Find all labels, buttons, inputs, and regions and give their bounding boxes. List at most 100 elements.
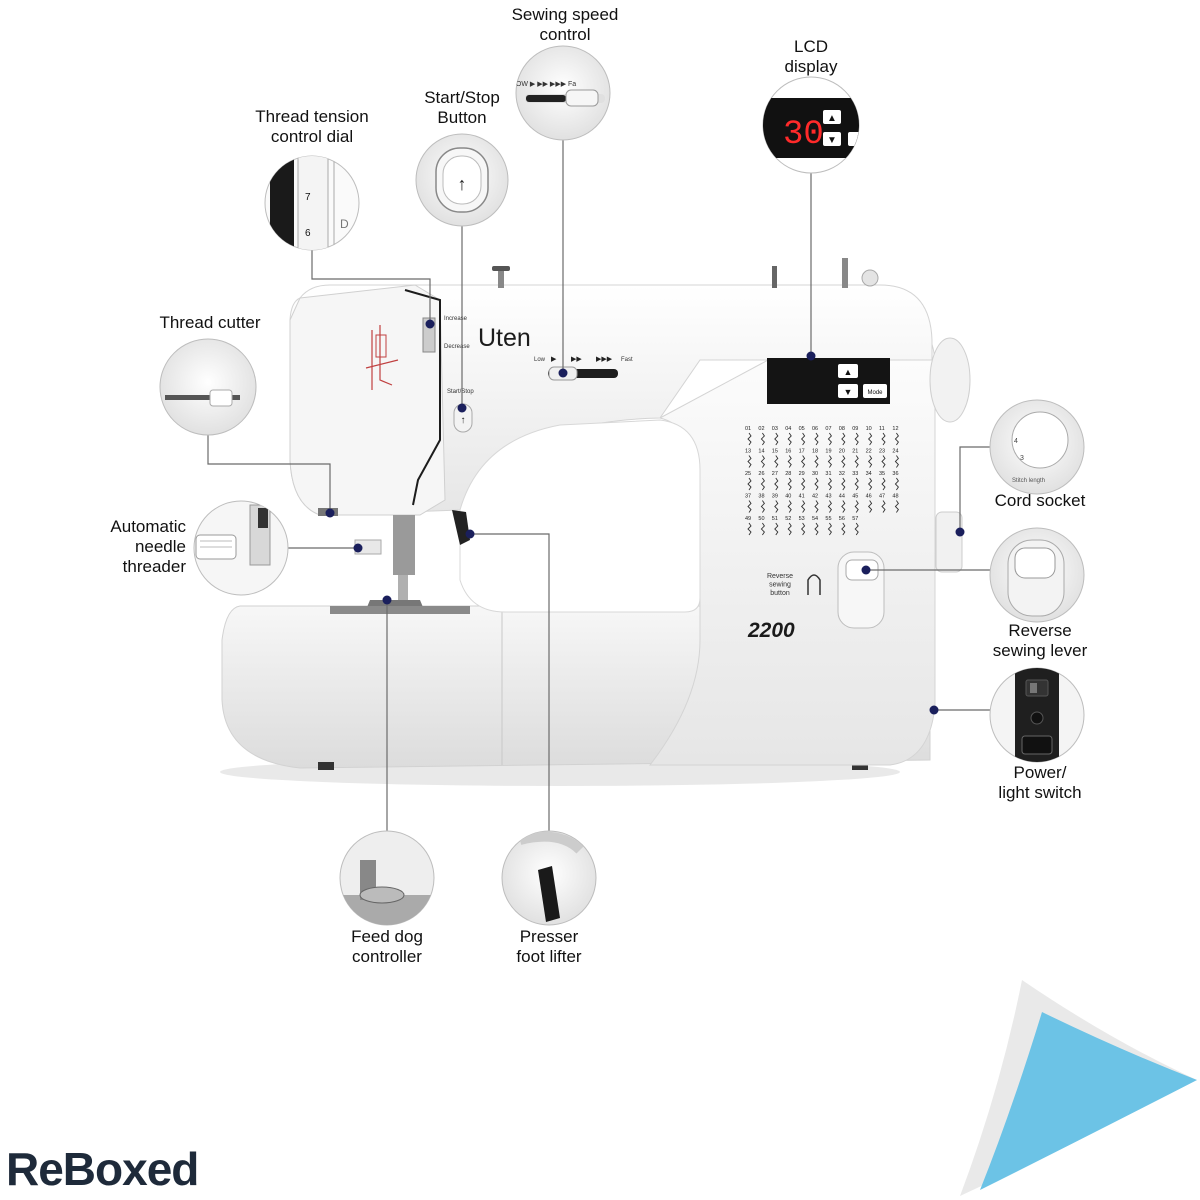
stitch-glyph — [774, 477, 779, 491]
stitch-number: 35 — [879, 471, 885, 477]
stitch-number: 02 — [758, 426, 764, 432]
stitch-number: 51 — [772, 516, 778, 522]
stitch-number: 31 — [825, 471, 831, 477]
stitch-glyph — [760, 477, 765, 491]
stitch-number: 14 — [758, 449, 764, 455]
stitch-number: 21 — [852, 449, 858, 455]
stitch-number: 04 — [785, 426, 791, 432]
stitch-glyph — [881, 432, 886, 446]
stitch-number: 53 — [799, 516, 805, 522]
stitch-number: 28 — [785, 471, 791, 477]
callout-start-stop-button: Start/Stop Button — [424, 88, 500, 127]
reverse-label-line: sewing — [769, 582, 791, 589]
stitch-number: 18 — [812, 449, 818, 455]
stitch-glyph — [760, 432, 765, 446]
stitch-number: 43 — [825, 494, 831, 500]
stitch-length-text: Stitch length — [1012, 478, 1045, 484]
stitch-number: 11 — [879, 426, 885, 432]
stitch-number: 24 — [892, 449, 898, 455]
speed-fast-label: Fast — [621, 357, 633, 363]
svg-text:4: 4 — [1014, 438, 1018, 445]
callout-feed-dog-controller: Feed dog controller — [351, 927, 423, 966]
reverse-label-line: Reverse — [767, 573, 793, 580]
svg-text:↑: ↑ — [461, 415, 466, 426]
stitch-number: 32 — [839, 471, 845, 477]
stitch-glyph — [814, 522, 819, 536]
stitch-glyph — [800, 432, 806, 446]
stitch-number: 49 — [745, 516, 751, 522]
stitch-number: 10 — [866, 426, 872, 432]
stitch-number: 45 — [852, 494, 858, 500]
stitch-number: 19 — [825, 449, 831, 455]
callout-presser-foot-lifter: Presser foot lifter — [516, 927, 582, 966]
stitch-number: 36 — [892, 471, 898, 477]
stitch-glyph — [894, 500, 899, 513]
stitch-number: 47 — [879, 494, 885, 500]
stitch-number: 23 — [879, 449, 885, 455]
tension-decrease-label: Decrease — [444, 344, 470, 350]
feed-dog-zoom — [339, 830, 435, 926]
stitch-glyph — [881, 477, 886, 491]
stitch-glyph — [787, 522, 792, 536]
stitch-glyph — [787, 432, 792, 446]
svg-text:▲: ▲ — [827, 113, 837, 124]
lcd-digits: 30 — [783, 116, 824, 154]
reverse-lever-zoom — [989, 527, 1085, 623]
stitch-glyph — [800, 455, 806, 468]
stitch-number: 30 — [812, 471, 818, 477]
callout-automatic-needle-threader: Automatic needle threader — [110, 517, 186, 576]
leader-lines — [207, 140, 990, 831]
callout-thread-cutter: Thread cutter — [159, 313, 261, 332]
stitch-glyph — [760, 500, 765, 513]
stitch-glyph — [800, 500, 806, 513]
stitch-glyph — [867, 500, 873, 513]
stitch-glyph — [747, 477, 752, 491]
stitch-glyph — [854, 455, 859, 468]
stitch-glyph — [894, 455, 899, 468]
lcd-display-zoom: 30 ▲ ▼ — [762, 76, 860, 174]
stitch-number: 55 — [825, 516, 831, 522]
stitch-number: 25 — [745, 471, 751, 477]
stitch-glyph — [841, 477, 846, 491]
stitch-glyph — [774, 500, 779, 513]
machine-panel: Uten Increase Decrease Start/Stop ↑ Low … — [422, 316, 963, 642]
stitch-number: 27 — [772, 471, 778, 477]
callout-lcd-display: LCD display — [784, 37, 838, 76]
stitch-number: 07 — [825, 426, 831, 432]
stitch-glyph — [747, 522, 752, 536]
svg-text:LOW ▶ ▶▶ ▶▶▶ Fa: LOW ▶ ▶▶ ▶▶▶ Fa — [512, 81, 576, 88]
stitch-number: 17 — [799, 449, 805, 455]
stitch-glyph — [827, 455, 832, 468]
svg-text:D: D — [340, 217, 349, 231]
stitch-number: 16 — [785, 449, 791, 455]
stitch-glyph — [854, 522, 859, 536]
stitch-glyph — [787, 477, 792, 491]
stitch-number: 40 — [785, 494, 791, 500]
stitch-glyph — [747, 432, 752, 446]
stitch-number: 01 — [745, 426, 751, 432]
stitch-glyph — [894, 432, 899, 446]
stitch-number: 56 — [839, 516, 845, 522]
needle-threader-zoom — [193, 500, 289, 596]
reboxed-watermark: ReBoxed — [6, 1143, 199, 1195]
stitch-number: 20 — [839, 449, 845, 455]
stitch-glyph — [827, 522, 832, 536]
svg-text:▶: ▶ — [551, 356, 557, 363]
presser-foot-zoom — [501, 830, 597, 926]
stitch-glyph — [800, 522, 806, 536]
stitch-glyph — [747, 500, 752, 513]
stitch-number: 42 — [812, 494, 818, 500]
machine-body — [220, 258, 971, 786]
stitch-glyph — [827, 500, 832, 513]
stitch-glyph — [854, 500, 859, 513]
brand-logo: Uten — [478, 324, 531, 352]
mode-button-label: Mode — [867, 390, 883, 396]
stitch-number: 15 — [772, 449, 778, 455]
stitch-glyph — [814, 477, 819, 491]
stitch-glyph — [814, 432, 819, 446]
stitch-glyph — [854, 477, 859, 491]
model-number: 2200 — [747, 619, 795, 642]
stitch-glyph — [867, 455, 873, 468]
